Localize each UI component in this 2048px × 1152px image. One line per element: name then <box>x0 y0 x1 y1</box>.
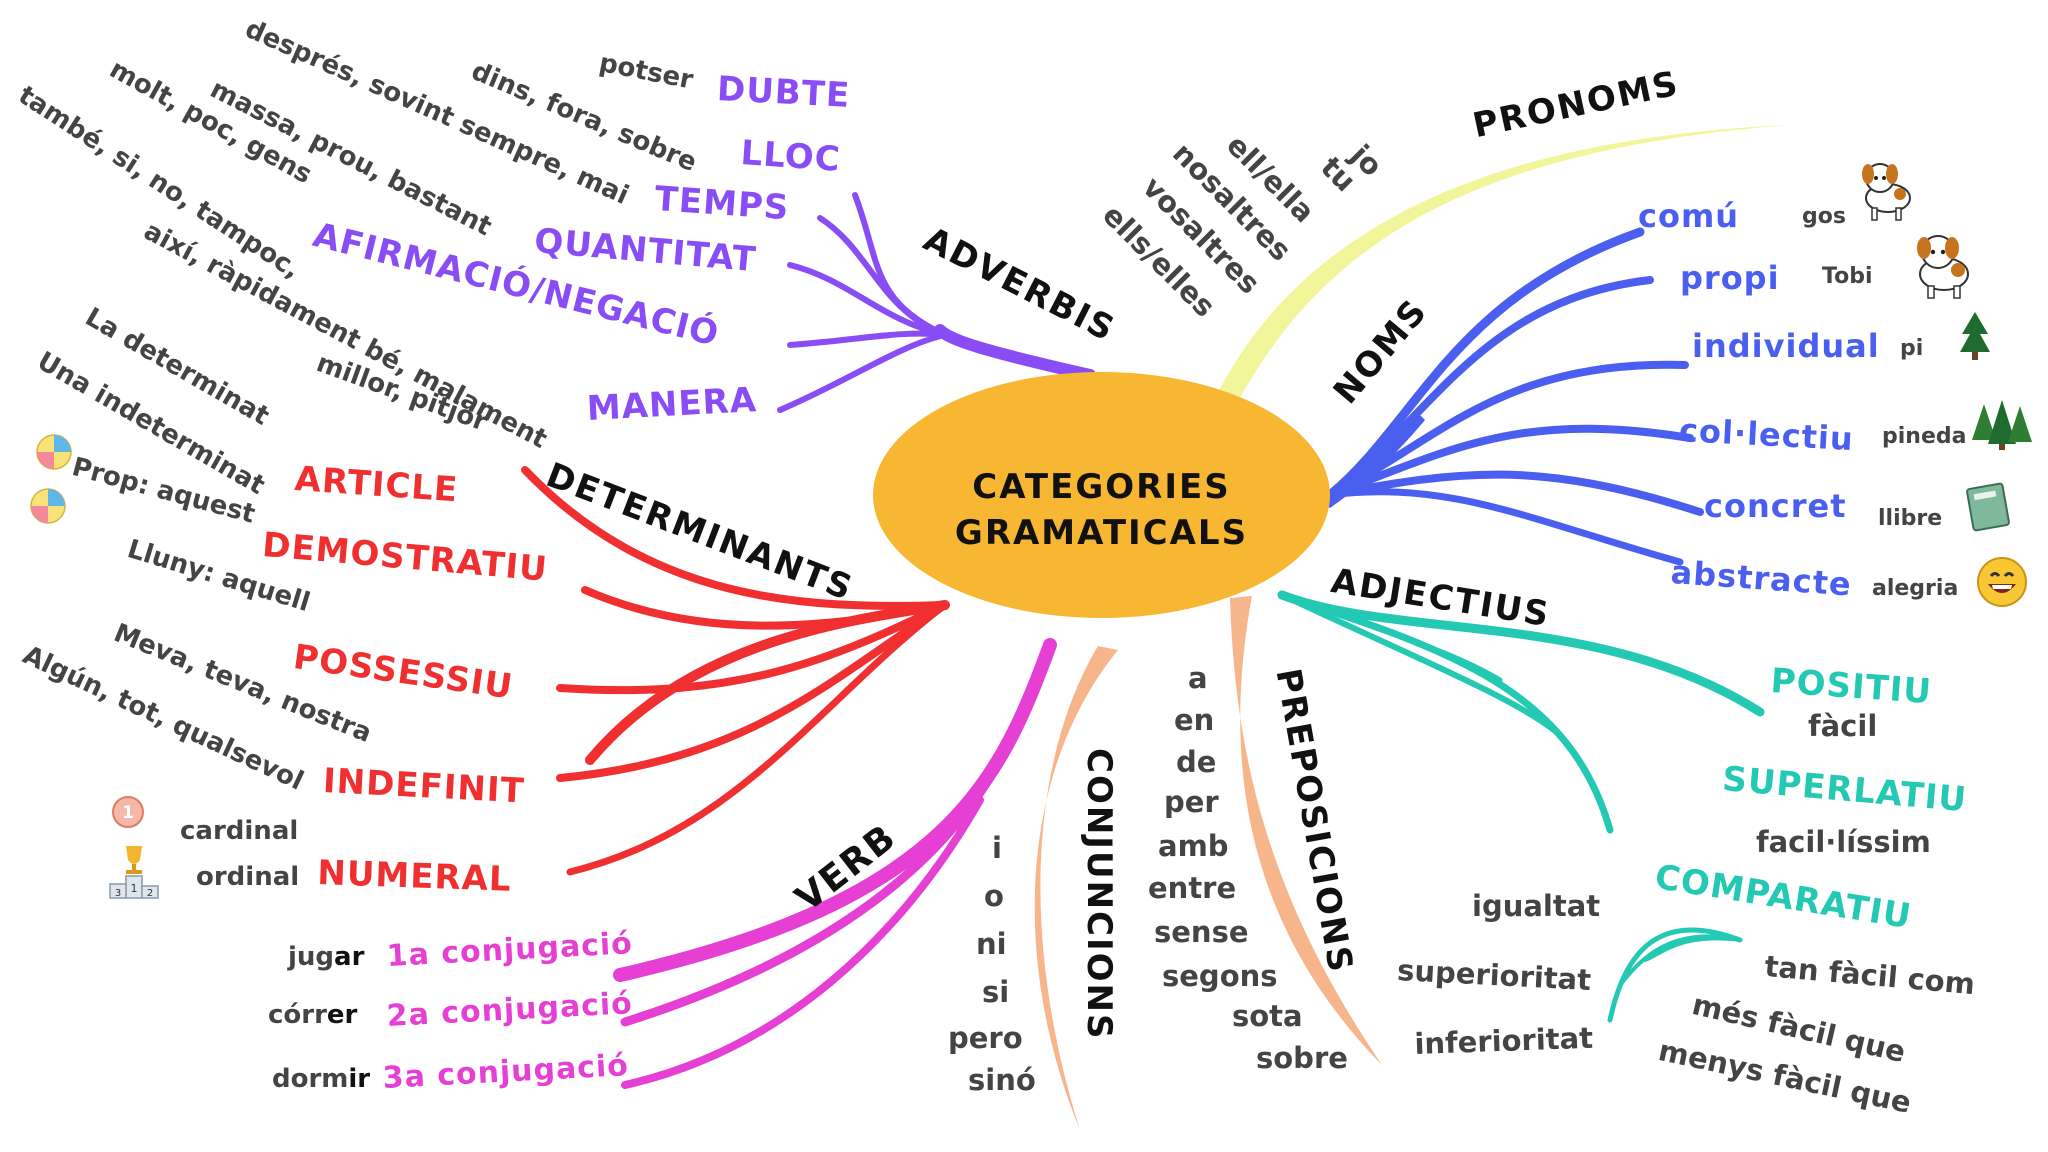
noms-example-comu: gos <box>1802 204 1846 229</box>
determinants-sub-numeral: NUMERAL <box>316 853 513 900</box>
noms-example-abstracte: alegria <box>1872 576 1959 601</box>
preposicions-item-per: per <box>1164 785 1219 819</box>
determinants-sub-article: ARTICLE <box>293 459 460 511</box>
conjuncions-item-ni: ni <box>976 927 1007 961</box>
conjuncions-item-o: o <box>984 879 1004 913</box>
noms-sub-col-lectiu: col·lectiu <box>1678 411 1855 459</box>
verb-example-1-ending: ar <box>334 942 365 972</box>
determinants-example-cardinal: cardinal <box>180 816 299 846</box>
verb-example-3: dormir <box>272 1066 370 1092</box>
center-title: CATEGORIES GRAMATICALS <box>873 464 1330 556</box>
center-title-line-2: GRAMATICALS <box>954 513 1249 553</box>
verb-example-2-ending: er <box>326 1000 358 1030</box>
verb-example-1: jugar <box>288 944 364 970</box>
noms-sub-propi: propi <box>1680 259 1780 297</box>
branch-adjectius <box>1277 590 1765 834</box>
preposicions-item-de: de <box>1176 745 1217 779</box>
adverbis-sub-temps: TEMPS <box>653 179 791 229</box>
conjuncions-title: CONJUNCIONS <box>1079 748 1119 1041</box>
preposicions-item-sota: sota <box>1232 999 1303 1033</box>
preposicions-item-sobre: sobre <box>1256 1041 1348 1075</box>
noms-example-col-lectiu: pineda <box>1882 424 1967 449</box>
verb-example-1-stem: jug <box>288 942 335 972</box>
determinants-sub-indefinit: INDEFINIT <box>322 761 526 812</box>
noms-example-propi: Tobi <box>1822 264 1873 289</box>
verb-example-2: córrer <box>268 1002 357 1028</box>
adjectius-example-positiu: fàcil <box>1808 709 1878 743</box>
adverbis-sub-manera: MANERA <box>585 380 759 429</box>
noms-sub-comu: comú <box>1638 197 1740 235</box>
noms-example-concret: llibre <box>1878 506 1943 531</box>
conjuncions-item-si: si <box>982 975 1010 1009</box>
branch-conjuncions <box>1034 646 1118 1130</box>
preposicions-item-entre: entre <box>1148 871 1237 905</box>
conjuncions-item-i: i <box>992 831 1002 865</box>
conjuncions-item-sino: sinó <box>968 1063 1036 1097</box>
branch-verb <box>613 638 1057 1089</box>
preposicions-item-amb: amb <box>1158 829 1229 863</box>
preposicions-item-a: a <box>1188 661 1208 695</box>
verb-example-3-ending: ir <box>348 1064 371 1094</box>
preposicions-item-en: en <box>1174 703 1215 737</box>
adverbis-sub-dubte: DUBTE <box>716 69 852 116</box>
verb-example-2-stem: córr <box>268 1000 327 1030</box>
determinants-example-ordinal: ordinal <box>196 862 300 892</box>
comparatiu-type-igualtat: igualtat <box>1472 889 1601 923</box>
noms-example-individual: pi <box>1900 336 1924 361</box>
comparatiu-type-inferioritat: inferioritat <box>1413 1020 1594 1061</box>
conjuncions-item-pero: pero <box>948 1021 1023 1055</box>
preposicions-item-sense: sense <box>1154 915 1249 949</box>
center-title-line-1: CATEGORIES <box>972 467 1231 507</box>
branch-adverbis <box>777 192 1096 413</box>
branch-noms <box>1325 227 1704 566</box>
adjectius-sub-positiu: POSITIU <box>1769 661 1934 713</box>
branch-pronoms <box>1215 125 1790 405</box>
noms-sub-individual: individual <box>1692 327 1880 365</box>
branch-preposicions <box>1230 596 1382 1065</box>
noms-sub-concret: concret <box>1704 487 1847 525</box>
preposicions-item-segons: segons <box>1162 959 1278 993</box>
adjectius-example-superlatiu: facil·líssim <box>1756 825 1931 859</box>
branch-determinants <box>521 466 950 876</box>
verb-example-3-stem: dorm <box>272 1064 349 1094</box>
adverbis-sub-lloc: LLOC <box>739 133 842 180</box>
center-node <box>873 372 1330 618</box>
